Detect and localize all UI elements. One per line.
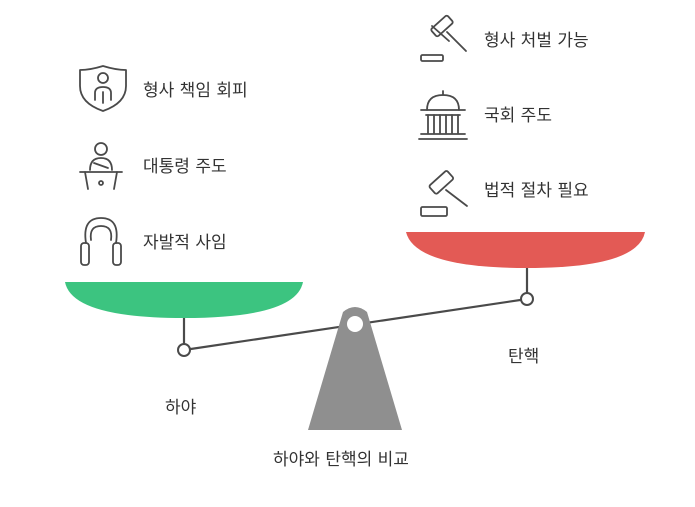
- left-item-label: 대통령 주도: [143, 157, 227, 177]
- left-side-label: 하야: [165, 398, 197, 418]
- diagram-title: 하야와 탄핵의 비교: [273, 450, 409, 470]
- gavel-icon: [420, 14, 467, 62]
- right-item-label: 법적 절차 필요: [484, 181, 589, 201]
- capitol-building-icon: [418, 90, 468, 140]
- fulcrum: [308, 307, 402, 430]
- shield-person-icon: [79, 65, 127, 112]
- podium-speaker-icon: [79, 142, 123, 190]
- left-item-label: 자발적 사임: [143, 233, 227, 253]
- gavel-block-icon: [420, 170, 468, 217]
- fulcrum-pin: [347, 316, 363, 332]
- right-pan: [406, 232, 645, 268]
- jump-rope-icon: [80, 217, 122, 266]
- right-pivot: [520, 292, 534, 306]
- right-side-label: 탄핵: [508, 347, 540, 367]
- left-pan: [65, 282, 303, 318]
- right-item-label: 국회 주도: [484, 106, 552, 126]
- right-item-label: 형사 처벌 가능: [484, 31, 589, 51]
- left-pivot: [177, 343, 191, 357]
- left-item-label: 형사 책임 회피: [143, 81, 248, 101]
